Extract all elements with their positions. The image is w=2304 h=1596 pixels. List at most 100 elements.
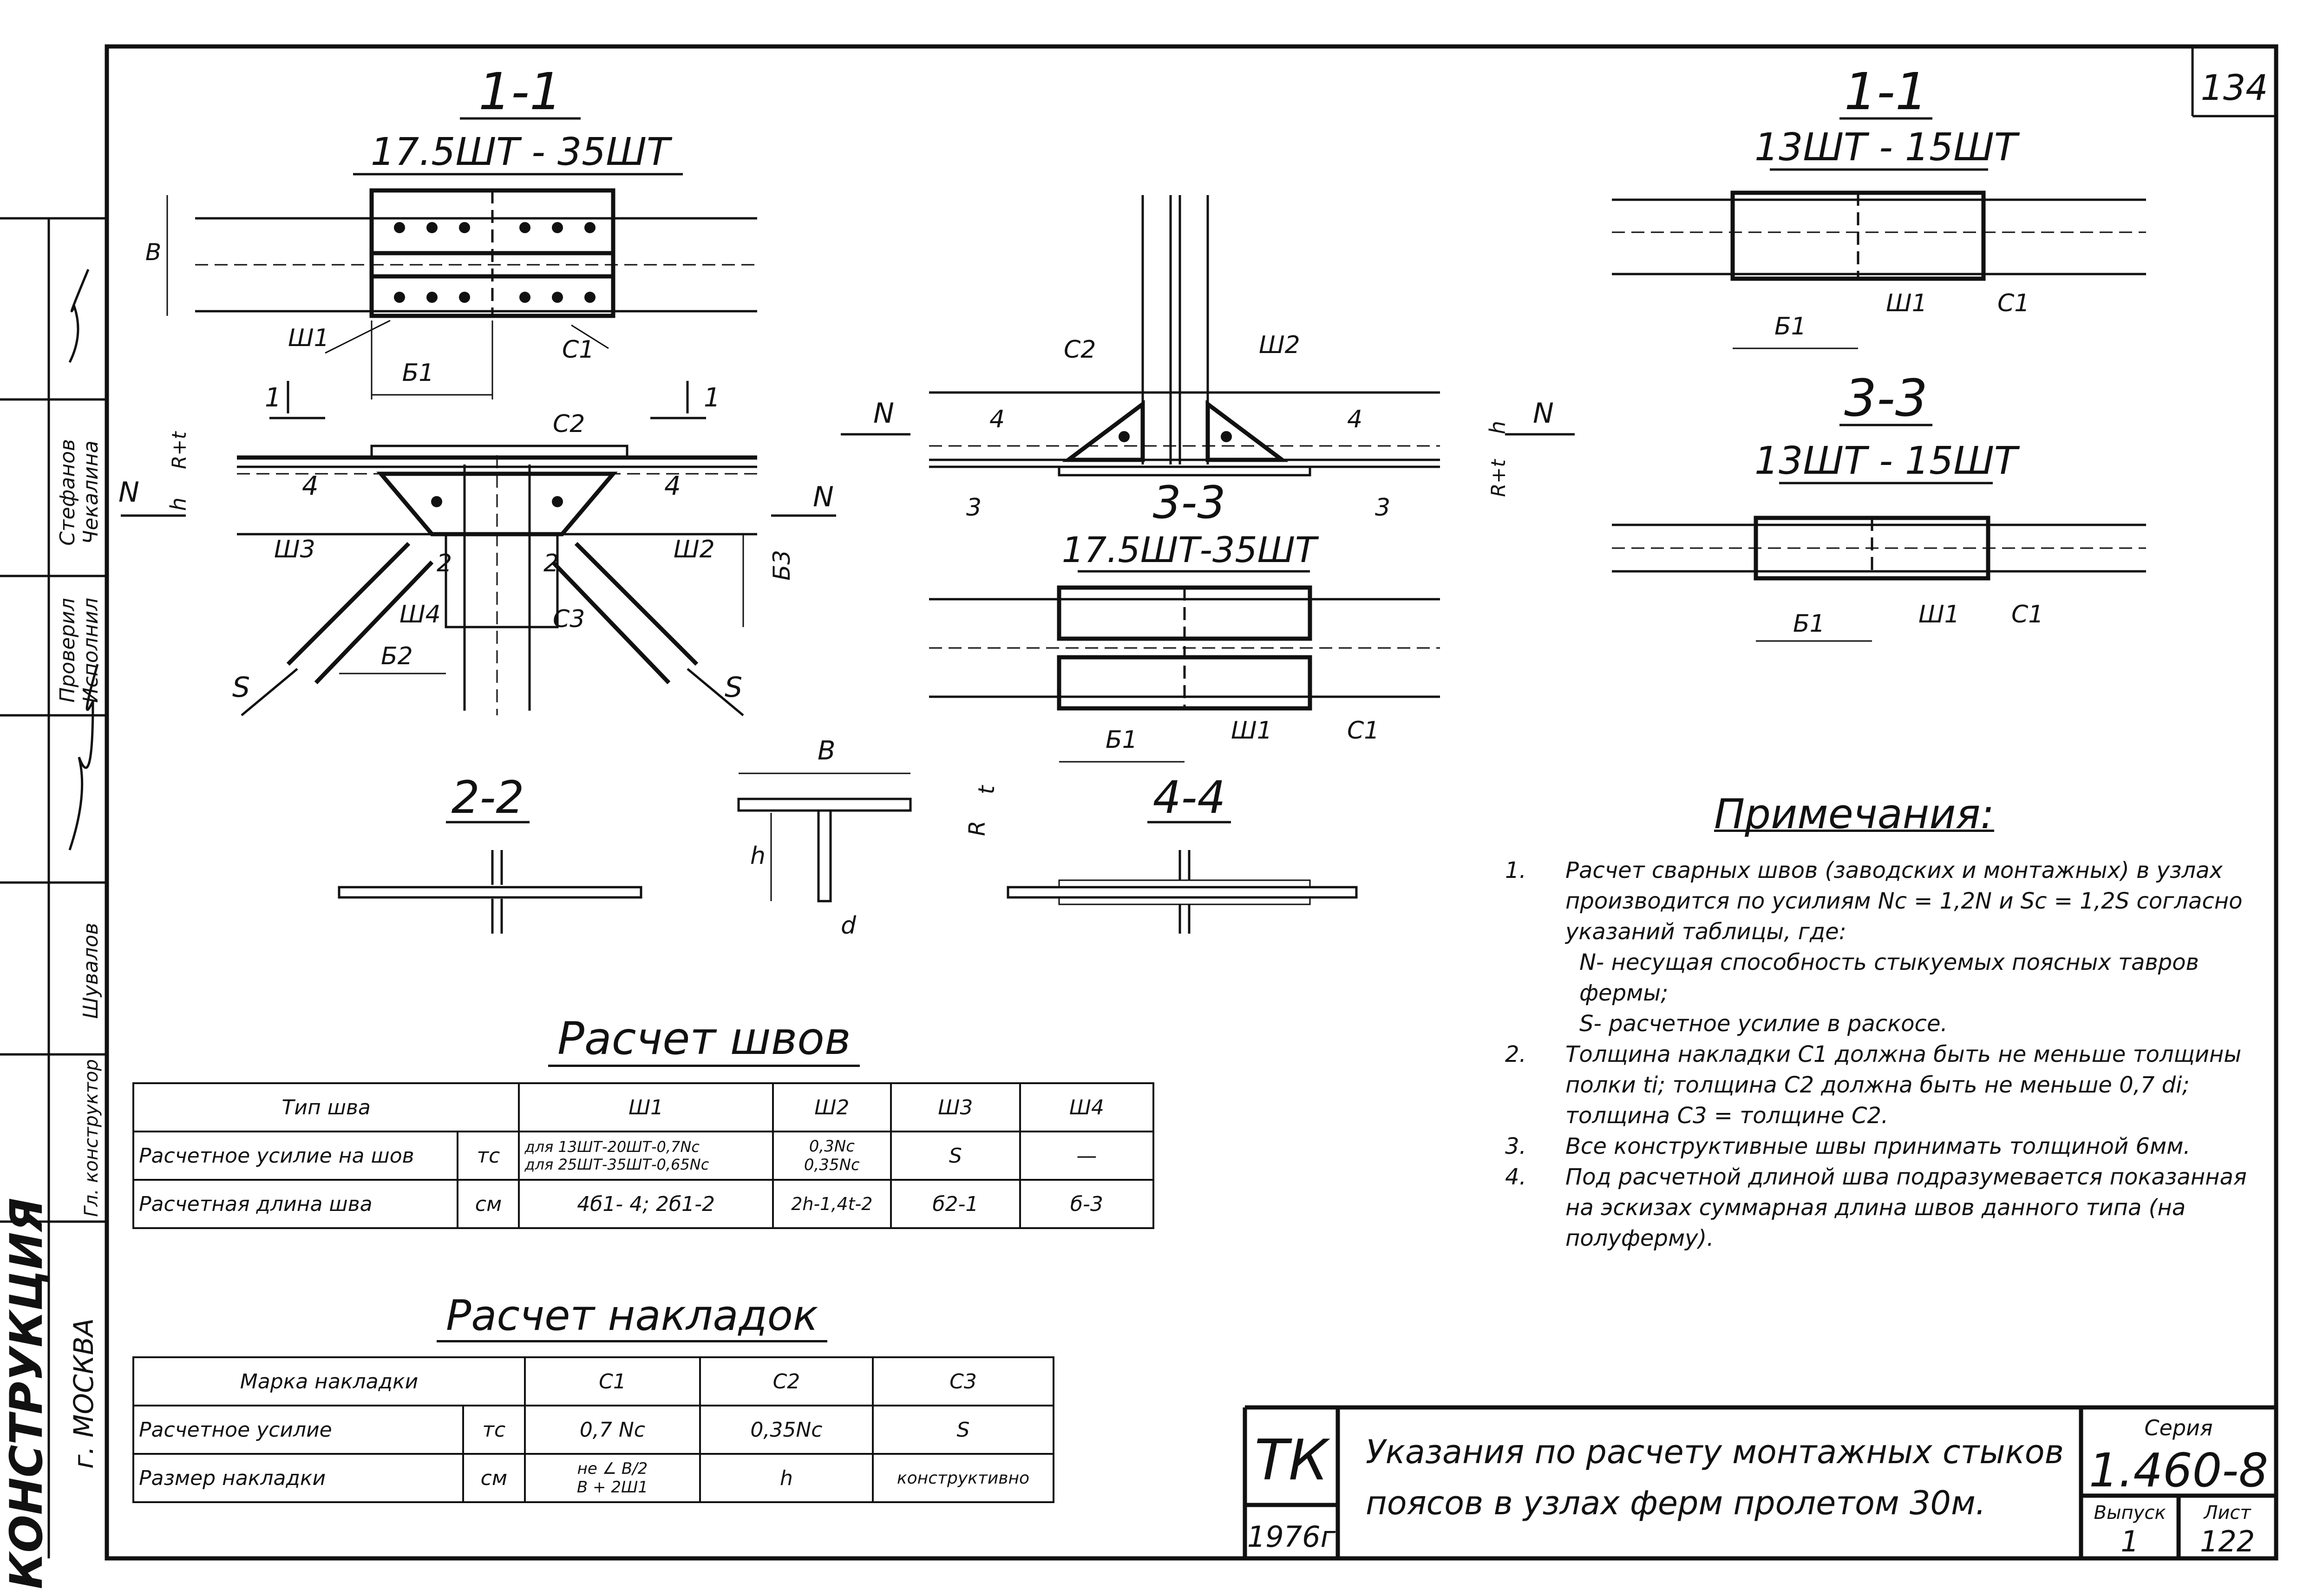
- callout-sh4: Ш4: [399, 601, 441, 628]
- section-1-1-left: 1-1 17.5ШТ - 35ШТ В Б1 Ш1 С1: [145, 62, 757, 399]
- force-s-right: S: [725, 671, 742, 704]
- notes-title: Примечания:: [1714, 790, 1994, 838]
- plate-row1-unit: тс: [462, 1405, 526, 1455]
- stamp-role-shuvalov: Шувалов: [79, 923, 103, 1019]
- note-item: 3.Все конструктивные швы принимать толщи…: [1496, 1131, 2248, 1162]
- note-number: 2.: [1505, 1041, 1526, 1067]
- node-elevation-left: 1 1 С2 S S N N 4 4 2 2: [118, 381, 836, 716]
- section-3-3-right: 3-3 13ШТ - 15ШТ Б1 Ш1 С1: [1612, 368, 2146, 642]
- left-stamp: Стефанов Чекалина Проверил Исполнил Шува…: [0, 217, 107, 1589]
- weld-row1-label: Расчетное усилие на шов: [132, 1131, 459, 1181]
- note-text: N- несущая способность стыкуемых поясных…: [1579, 949, 2199, 1006]
- stamp-role-chekalina: Чекалина: [79, 440, 103, 544]
- plate-row2-label: Размер накладки: [132, 1453, 464, 1503]
- weld-header-sh3: Ш3: [890, 1082, 1021, 1132]
- weld-row1-sh1: для 13ШТ-20ШТ-0,7Nc для 25ШТ-35ШТ-0,65Nc: [518, 1131, 774, 1181]
- dim-r-tee: R: [964, 821, 990, 836]
- note-item: N- несущая способность стыкуемых поясных…: [1496, 947, 2248, 1008]
- series-value: 1.460-8: [2089, 1443, 2268, 1498]
- note-number: 4.: [1505, 1164, 1526, 1190]
- dim-b-tee: В: [818, 736, 835, 766]
- callout-sh2-left: Ш2: [674, 536, 715, 563]
- weld-row2-sh1: 4б1- 4; 2б1-2: [518, 1179, 774, 1229]
- section-3-3-center-label: 3-3: [1153, 477, 1226, 529]
- plate-row2-c2: h: [699, 1453, 874, 1503]
- weld-table-title: Расчет швов: [548, 1013, 860, 1067]
- note-text: Все конструктивные швы принимать толщино…: [1565, 1133, 2191, 1159]
- callout-c1-center: С1: [1347, 717, 1379, 745]
- callout-c1-left: С1: [562, 336, 594, 364]
- section-1-1-right: 1-1 13ШТ - 15ШТ Б1 Ш1 С1: [1612, 62, 2146, 349]
- note-text: Расчет сварных швов (заводских и монтажн…: [1565, 857, 2243, 945]
- note-text: Под расчетной длиной шва подразумевается…: [1565, 1164, 2247, 1251]
- stamp-role-checked: Проверил: [56, 598, 79, 703]
- plate-row1-c1: 0,7 Nc: [524, 1405, 701, 1455]
- dim-rt-left: R+t: [168, 431, 190, 469]
- dim-h-center: h: [1485, 421, 1510, 434]
- title-block: ТК 1976г Указания по расчету монтажных с…: [1243, 1405, 2276, 1558]
- table-row: Размер накладки см не ∠ В/2 В + 2Ш1 h ко…: [132, 1453, 1055, 1503]
- weld-header-sh2: Ш2: [772, 1082, 892, 1132]
- cut-mark-3b: 3: [1375, 494, 1390, 522]
- dim-b2: Б2: [381, 642, 413, 670]
- plate-header-c1: С1: [524, 1356, 701, 1406]
- note-text: S- расчетное усилие в раскосе.: [1579, 1011, 1948, 1037]
- weld-row2-sh3: б2-1: [890, 1179, 1021, 1229]
- force-n-left: N: [118, 476, 139, 509]
- section-1-1-left-range: 17.5ШТ - 35ШТ: [371, 130, 673, 174]
- weld-row1-sh2: 0,3Nc 0,35Nc: [772, 1131, 892, 1181]
- issue-value: 1: [2121, 1524, 2139, 1558]
- force-n-right: N: [813, 481, 834, 513]
- title-line-1: Указания по расчету монтажных стыков: [1366, 1433, 2064, 1471]
- weld-header-sh4: Ш4: [1019, 1082, 1155, 1132]
- weld-row2-unit: см: [457, 1179, 520, 1229]
- org-name: КОНСТРУКЦИЯ: [0, 1198, 52, 1589]
- section-3-3-right-range: 13ШТ - 15ШТ: [1754, 439, 2020, 483]
- cut-mark-2b: 2: [543, 549, 559, 577]
- notes: Примечания: 1. Расчет сварных швов (завод…: [1496, 790, 2248, 1254]
- table-row: Расчетное усилие тс 0,7 Nc 0,35Nc S: [132, 1405, 1055, 1455]
- dim-b-left: В: [145, 239, 161, 266]
- year: 1976г: [1247, 1520, 1336, 1554]
- note-number: 1.: [1505, 857, 1526, 883]
- note-text: Толщина накладки С1 должна быть не меньш…: [1565, 1041, 2242, 1129]
- tee-section: В h d t R: [737, 736, 1000, 940]
- force-n-center-right: N: [1533, 397, 1554, 430]
- callout-c2-left: С2: [553, 410, 585, 438]
- plate-table-title: Расчет накладок: [437, 1291, 828, 1342]
- plate-row2-unit: см: [462, 1453, 526, 1503]
- callout-sh2-center: Ш2: [1259, 331, 1300, 359]
- note-item: 1. Расчет сварных швов (заводских и монта…: [1496, 855, 2248, 947]
- cut-mark-4d: 4: [1347, 406, 1362, 433]
- stamp-role-chief: Гл. конструктор: [81, 1059, 102, 1217]
- force-n-center-left: N: [873, 397, 894, 430]
- title-line-2: поясов в узлах ферм пролетом 30м.: [1366, 1484, 1986, 1522]
- plate-row1-c2: 0,35Nc: [699, 1405, 874, 1455]
- weld-table-header: Тип шва Ш1 Ш2 Ш3 Ш4: [132, 1082, 1155, 1132]
- weld-table: Тип шва Ш1 Ш2 Ш3 Ш4 Расчетное усилие на …: [132, 1082, 1155, 1229]
- callout-c3: С3: [553, 605, 585, 633]
- callout-c1-right33: С1: [2011, 601, 2043, 628]
- dim-rt-center: R+t: [1487, 459, 1510, 497]
- sheet-value: 122: [2200, 1524, 2255, 1558]
- cut-mark-1b: 1: [704, 383, 720, 413]
- cut-mark-4c: 4: [989, 406, 1005, 433]
- node-elevation-center: С2 Ш2 N N 4 4 3 3 h R+t: [841, 195, 1575, 522]
- cut-mark-2a: 2: [437, 549, 452, 577]
- table-row: Расчетная длина шва см 4б1- 4; 2б1-2 2h-…: [132, 1179, 1155, 1229]
- section-2-2-label: 2-2: [452, 772, 524, 824]
- cut-mark-1a: 1: [265, 383, 281, 413]
- callout-sh1-right: Ш1: [1886, 289, 1927, 317]
- force-s-left: S: [232, 671, 250, 704]
- dim-b3: Б3: [768, 550, 795, 581]
- dim-b1-left: Б1: [402, 359, 434, 387]
- dim-b1-right: Б1: [1774, 313, 1807, 340]
- plate-header-c3: С3: [871, 1356, 1055, 1406]
- callout-c2-center: С2: [1064, 336, 1096, 364]
- plate-header-mark: Марка накладки: [132, 1356, 526, 1406]
- series-label: Серия: [2144, 1415, 2212, 1440]
- weld-row2-sh2: 2h-1,4t-2: [772, 1179, 892, 1229]
- callout-sh3: Ш3: [274, 536, 315, 563]
- callout-sh1-right33: Ш1: [1918, 601, 1960, 628]
- plate-row2-c3: конструктивно: [871, 1453, 1055, 1503]
